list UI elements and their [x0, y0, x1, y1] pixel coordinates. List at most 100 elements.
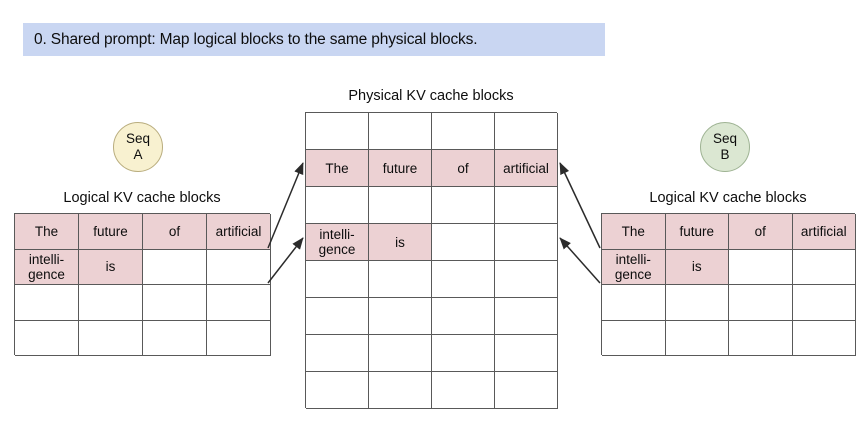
kv-block-token: future [382, 160, 418, 176]
logical-kv-cache-table-a: The future of artificial intelli- gence is [14, 213, 271, 356]
kv-block-token: of [754, 223, 766, 239]
seq-a-label-line1: Seq [125, 131, 151, 146]
kv-block-cell-empty [495, 224, 558, 261]
kv-block-cell-empty [432, 335, 495, 372]
kv-block-cell-empty [143, 249, 207, 285]
logical-a-table-caption: Logical KV cache blocks [63, 190, 221, 206]
kv-block-cell-empty [432, 372, 495, 409]
physical-table-caption: Physical KV cache blocks [348, 88, 514, 104]
kv-block-cell-filled: of [729, 214, 793, 250]
kv-block-cell-empty [369, 298, 432, 335]
kv-block-cell-filled: is [665, 249, 729, 285]
seq-a-label-line2: A [133, 147, 143, 162]
kv-block-cell-empty [729, 249, 793, 285]
kv-block-cell-filled: future [79, 214, 143, 250]
physical-kv-cache-table: The future of artificial intelli- gence is [305, 112, 558, 409]
kv-block-cell-empty [495, 335, 558, 372]
kv-block-token: future [679, 223, 715, 239]
kv-block-cell-empty [207, 249, 271, 285]
kv-block-cell-empty [495, 372, 558, 409]
kv-block-cell-empty [306, 113, 369, 150]
seq-b-label-line2: B [720, 147, 730, 162]
kv-block-cell-empty [729, 285, 793, 321]
kv-block-cell-empty [306, 261, 369, 298]
shared-prompt-banner: 0. Shared prompt: Map logical blocks to … [23, 23, 605, 56]
kv-block-cell-filled: is [369, 224, 432, 261]
kv-block-cell-empty [369, 113, 432, 150]
kv-block-cell-empty [602, 285, 666, 321]
kv-block-cell-filled: artificial [792, 214, 856, 250]
kv-block-token: is [395, 234, 405, 250]
kv-block-cell-empty [495, 298, 558, 335]
kv-block-cell-filled: intelli- gence [15, 249, 79, 285]
kv-block-cell-empty [79, 285, 143, 321]
kv-block-cell-filled: artificial [495, 150, 558, 187]
kv-block-token: intelli- gence [318, 227, 356, 257]
kv-block-cell-filled: intelli- gence [306, 224, 369, 261]
kv-block-cell-empty [432, 224, 495, 261]
kv-block-token: is [105, 259, 116, 275]
kv-block-cell-empty [15, 285, 79, 321]
kv-block-token: intelli- gence [614, 251, 652, 282]
kv-block-token: The [34, 223, 59, 239]
kv-block-cell-empty [432, 261, 495, 298]
kv-block-cell-empty [15, 320, 79, 356]
kv-block-cell-empty [207, 285, 271, 321]
kv-block-cell-filled: The [306, 150, 369, 187]
kv-block-cell-filled: The [15, 214, 79, 250]
kv-block-cell-filled: future [369, 150, 432, 187]
kv-block-cell-empty [369, 187, 432, 224]
kv-block-cell-filled: is [79, 249, 143, 285]
shared-prompt-text: 0. Shared prompt: Map logical blocks to … [34, 30, 478, 48]
kv-block-token: artificial [215, 223, 262, 239]
logical-kv-cache-table-b: The future of artificial intelli- gence is [601, 213, 856, 356]
kv-block-cell-empty [602, 320, 666, 356]
kv-block-token: artificial [503, 160, 549, 176]
seq-a-badge: Seq A [113, 122, 163, 172]
kv-block-cell-empty [665, 285, 729, 321]
kv-block-cell-empty [207, 320, 271, 356]
seq-b-badge: Seq B [700, 122, 750, 172]
arrow-b-row2-to-physical-row4 [559, 237, 601, 284]
kv-block-token: of [457, 160, 469, 176]
kv-block-token: The [325, 160, 349, 176]
kv-block-cell-empty [665, 320, 729, 356]
kv-block-cell-empty [432, 113, 495, 150]
kv-block-cell-filled: The [602, 214, 666, 250]
kv-block-cell-empty [79, 320, 143, 356]
logical-b-table-caption: Logical KV cache blocks [649, 190, 807, 206]
kv-block-cell-empty [792, 320, 856, 356]
kv-block-cell-filled: intelli- gence [602, 249, 666, 285]
kv-block-cell-empty [729, 320, 793, 356]
seq-b-label-line1: Seq [712, 131, 738, 146]
kv-block-cell-empty [495, 261, 558, 298]
kv-block-cell-empty [306, 298, 369, 335]
kv-block-cell-empty [369, 261, 432, 298]
kv-block-token: future [93, 223, 128, 239]
kv-block-token: of [168, 223, 181, 239]
kv-block-cell-empty [143, 320, 207, 356]
kv-block-token: The [621, 223, 645, 239]
arrow-a-row2-to-physical-row4 [267, 237, 304, 284]
kv-block-token: artificial [800, 223, 847, 239]
arrow-b-row1-to-physical-row2 [559, 162, 601, 249]
kv-block-cell-empty [432, 298, 495, 335]
kv-block-cell-filled: of [143, 214, 207, 250]
kv-block-cell-empty [369, 372, 432, 409]
kv-block-cell-filled: future [665, 214, 729, 250]
kv-block-cell-empty [369, 335, 432, 372]
kv-block-cell-empty [306, 335, 369, 372]
kv-block-cell-empty [143, 285, 207, 321]
kv-block-cell-empty [495, 113, 558, 150]
kv-block-cell-empty [792, 249, 856, 285]
kv-block-cell-empty [792, 285, 856, 321]
kv-block-cell-empty [306, 187, 369, 224]
arrow-a-row1-to-physical-row2 [267, 162, 304, 249]
kv-block-cell-empty [432, 187, 495, 224]
kv-block-cell-filled: artificial [207, 214, 271, 250]
kv-block-cell-empty [495, 187, 558, 224]
kv-block-token: is [691, 259, 702, 275]
kv-block-token: intelli- gence [28, 251, 65, 282]
kv-block-cell-filled: of [432, 150, 495, 187]
